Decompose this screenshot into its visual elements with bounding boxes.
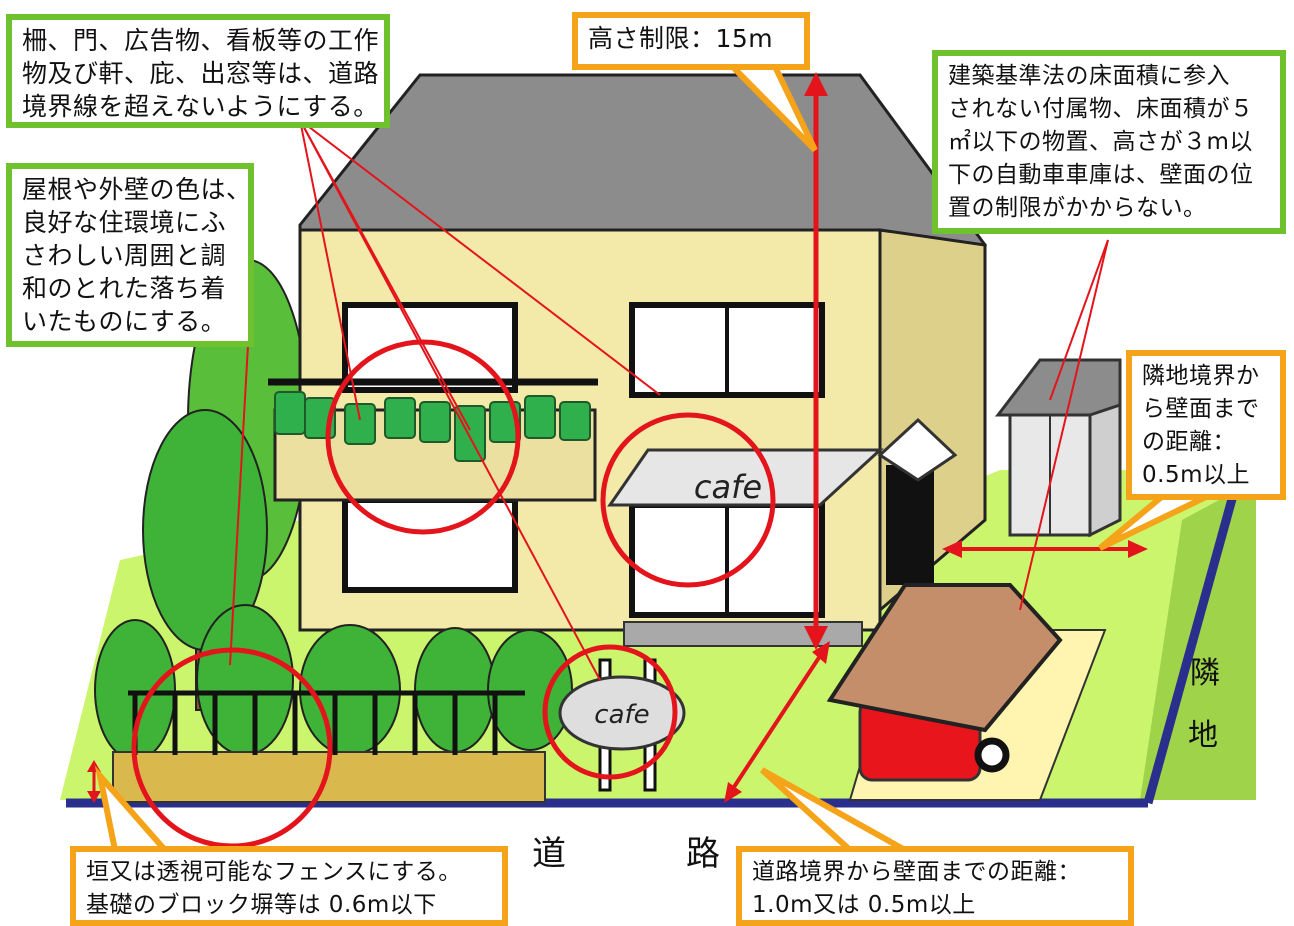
road-label-1: 道 (532, 834, 566, 874)
height-arrow (804, 72, 828, 650)
neighbor-label-1: 隣 (1190, 656, 1220, 691)
callout-line: 下の自動車車庫は、壁面の位 (948, 162, 1254, 188)
cafe-sign-label: cafe (594, 700, 649, 730)
callout-line: 和のとれた落ち着 (22, 274, 227, 303)
fence-signage-callout: 柵、門、広告物、看板等の工作 物及び軒、庇、出窓等は、道路 境界線を超えないよう… (6, 14, 390, 128)
neighbor-distance-callout: 隣地境界か ら壁面まで の距離： 0.5m以上 (1126, 350, 1286, 500)
window-upper-left (342, 302, 518, 393)
hedge-fence-callout: 垣又は透視可能なフェンスにする。 基礎のブロック塀等は 0.6m以下 (70, 846, 508, 926)
accessory-structure-callout: 建築基準法の床面積に参入 されない付属物、床面積が５ ㎡以下の物置、高さが３m以… (932, 50, 1286, 234)
callout-line: 良好な住環境にふ (22, 208, 227, 237)
cafe-awning-label: cafe (694, 468, 762, 506)
callout-line: 屋根や外壁の色は、 (22, 175, 252, 204)
leader-lines (229, 119, 1109, 681)
height-limit-callout: 高さ制限：15m (572, 12, 810, 70)
callout-line: 置の制限がかからない。 (948, 195, 1207, 221)
color-callout: 屋根や外壁の色は、 良好な住環境にふ さわしい周囲と調 和のとれた落ち着 いたも… (6, 163, 254, 347)
height-limit-text: 高さ制限：15m (588, 24, 774, 53)
callout-line: 境界線を超えないようにする。 (22, 92, 379, 121)
side-door (886, 465, 934, 585)
neighbor-distance-arrow (942, 540, 1148, 558)
cafe-sign (558, 675, 686, 751)
callout-line: 1.0m又は 0.5m以上 (752, 892, 976, 918)
callout-line: 0.5m以上 (1142, 462, 1250, 488)
see-through-fence (128, 690, 525, 755)
road-distance-arrow (724, 641, 830, 803)
callout-line: ら壁面まで (1142, 396, 1260, 422)
door-canopy (877, 417, 958, 482)
callout-line: さわしい周囲と調 (22, 241, 227, 270)
road-distance-callout: 道路境界から壁面までの距離： 1.0m又は 0.5m以上 (736, 846, 1134, 926)
cafe-awning (607, 448, 884, 507)
callout-line: されない付属物、床面積が５ (948, 96, 1254, 122)
carport-roof (826, 583, 1063, 733)
callout-line: ㎡以下の物置、高さが３m以 (948, 129, 1253, 155)
callout-line: 基礎のブロック塀等は 0.6m以下 (86, 892, 437, 918)
callout-line: いたものにする。 (22, 307, 227, 336)
neighbor-label-2: 地 (1188, 718, 1218, 753)
entry-step (623, 621, 863, 647)
road-label-2: 路 (686, 834, 720, 874)
neighbor-boundary-line (1143, 468, 1245, 805)
callout-line: 柵、門、広告物、看板等の工作 (22, 26, 380, 55)
callout-line: の距離： (1142, 429, 1236, 455)
balcony-plants (274, 391, 591, 462)
car-wheel (974, 737, 1010, 773)
callout-line: 道路境界から壁面までの距離： (752, 859, 1081, 885)
callout-line: 建築基準法の床面積に参入 (948, 63, 1230, 89)
callout-line: 隣地境界か (1142, 363, 1260, 389)
storage-shed-roof (994, 358, 1122, 417)
callout-line: 物及び軒、庇、出窓等は、道路 (22, 59, 380, 88)
callout-line: 垣又は透視可能なフェンスにする。 (86, 859, 462, 885)
